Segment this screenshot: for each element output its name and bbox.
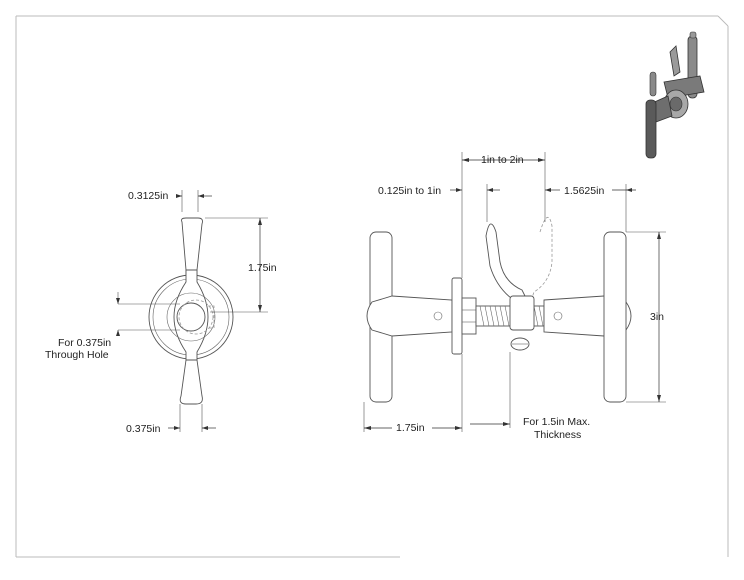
- front-height-label: 1.75in: [248, 262, 277, 274]
- left-body-rivet: [433, 311, 443, 321]
- side-thickness-line2: Thickness: [534, 429, 581, 441]
- side-view: 1in to 2in 0.125in to 1in 1.5625in 3in 1…: [363, 152, 666, 441]
- iso-hook: [669, 45, 681, 77]
- front-view: 0.3125in 1.75in For 0.375in Through Hole…: [45, 190, 277, 435]
- front-hole-circle: [176, 302, 206, 332]
- side-thickness-line1: For 1.5in Max.: [523, 416, 590, 428]
- front-hole-note-line2: Through Hole: [45, 349, 109, 361]
- right-tbar: [603, 231, 627, 403]
- clamp-block: [509, 295, 535, 331]
- side-height-label: 3in: [650, 311, 664, 323]
- side-bottom-left-label: 1.75in: [396, 422, 425, 434]
- front-top-width-label: 0.3125in: [128, 190, 168, 202]
- rod-threads: [479, 305, 544, 327]
- clamp-hook: [485, 223, 529, 305]
- iso-left-bar: [645, 99, 657, 159]
- isometric-view: [645, 31, 705, 159]
- hex-nut: [461, 297, 477, 335]
- front-hidden-bolt: [178, 299, 214, 335]
- side-span-label: 1in to 2in: [481, 154, 524, 166]
- right-body-rivet: [553, 311, 563, 321]
- sheet-border: [15, 15, 729, 558]
- front-hole-note-line1: For 0.375in: [58, 337, 111, 349]
- front-inner-ring: [166, 292, 216, 342]
- side-gap-label: 0.125in to 1in: [378, 185, 441, 197]
- clamp-hook-alt: [529, 217, 553, 305]
- side-offset-label: 1.5625in: [564, 185, 604, 197]
- flange-plate: [451, 277, 463, 355]
- front-bottom-width-label: 0.375in: [126, 423, 161, 435]
- left-body: [366, 295, 453, 337]
- front-hidden-clamp: [208, 305, 215, 329]
